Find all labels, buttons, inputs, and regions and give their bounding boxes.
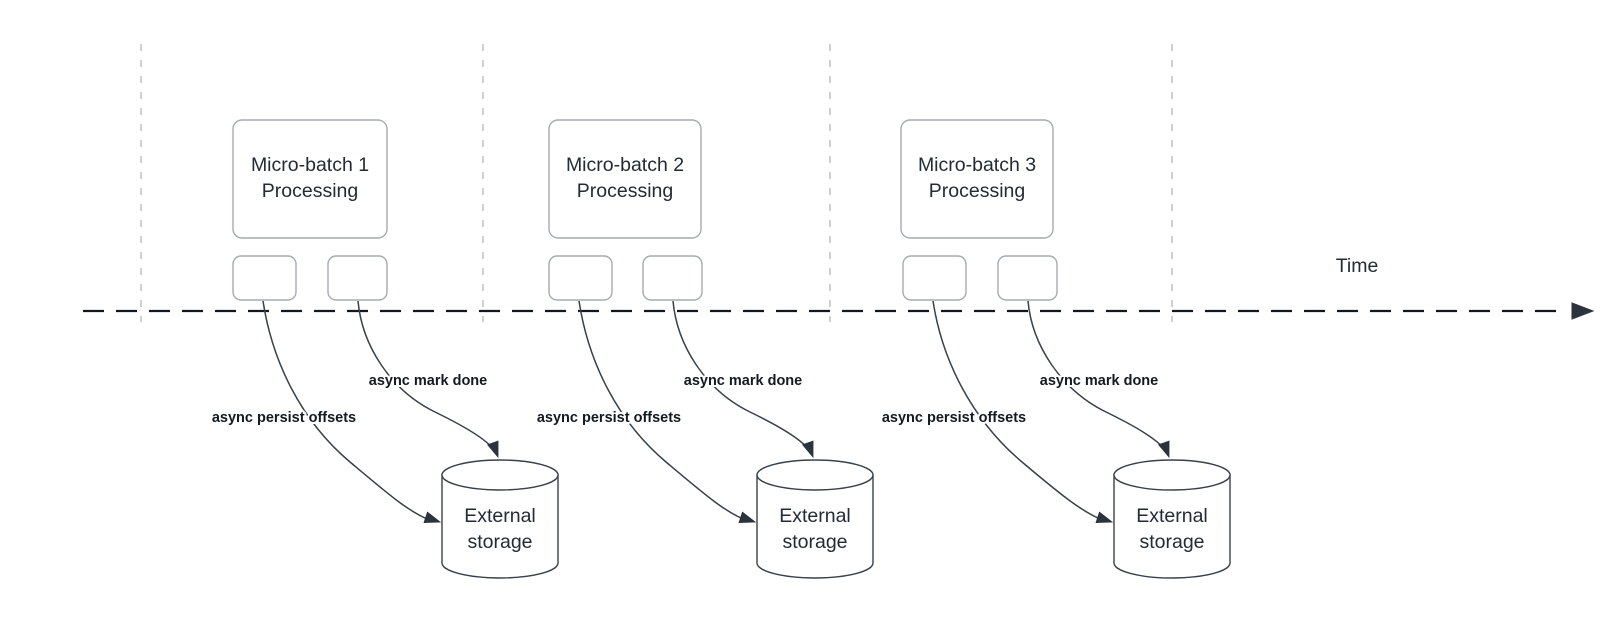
persist-offsets-edge-arrowhead-group-2 — [738, 511, 757, 524]
external-storage-label-line1-3: External — [1136, 505, 1208, 527]
mark-done-edge-label-group-3: async mark done — [1040, 373, 1158, 389]
external-storage-label-line1-1: External — [464, 505, 536, 527]
mark-done-edge-curve-group-3 — [1027, 300, 1166, 451]
time-axis-arrowhead — [1571, 302, 1595, 320]
micro-batch-label-line2-3: Processing — [929, 180, 1025, 202]
persist-offsets-edge-label-halo-group-1: async persist offsets — [212, 410, 356, 426]
timeline-group: Time — [83, 255, 1595, 320]
external-storage-label-line2-1: storage — [467, 531, 532, 553]
persist-offsets-task-box-1[interactable] — [232, 255, 297, 301]
external-storage-cylinder-top-1 — [441, 459, 559, 491]
mark-done-edge-curve-group-1 — [357, 300, 495, 451]
external-storage-cylinder-body-3[interactable] — [1113, 474, 1231, 579]
mark-done-edge-label-group-2: async mark done — [684, 373, 802, 389]
micro-batch-box-3[interactable] — [900, 119, 1054, 239]
external-storage-cylinder-top-3 — [1113, 459, 1231, 491]
persist-offsets-edge-curve-group-1 — [262, 300, 433, 522]
persist-offsets-edge-label-group-1: async persist offsets — [212, 410, 356, 426]
mark-done-task-box-3[interactable] — [997, 255, 1058, 301]
external-storage-cylinder-body-1[interactable] — [441, 474, 559, 579]
micro-batch-label-line2-2: Processing — [577, 180, 673, 202]
persist-offsets-edge-arrowhead-group-1 — [423, 511, 442, 524]
mark-done-edge-curve-group-2 — [672, 300, 810, 451]
shapes-group — [232, 119, 1231, 579]
mark-done-edge-arrowhead-group-1 — [487, 440, 499, 459]
micro-batch-label-line1-3: Micro-batch 3 — [918, 154, 1036, 176]
mark-done-edge-label-halo-group-2: async mark done — [684, 373, 802, 389]
persist-offsets-edge-label-halo-group-2: async persist offsets — [537, 410, 681, 426]
micro-batch-label-line1-2: Micro-batch 2 — [566, 154, 684, 176]
persist-offsets-task-box-2[interactable] — [548, 255, 613, 301]
micro-batch-label-line1-1: Micro-batch 1 — [251, 154, 369, 176]
time-axis-label: Time — [1336, 255, 1379, 277]
external-storage-label-line2-2: storage — [782, 531, 847, 553]
micro-batch-label-line2-1: Processing — [262, 180, 358, 202]
external-storage-cylinder-body-2[interactable] — [756, 474, 874, 579]
persist-offsets-edge-label-halo-group-3: async persist offsets — [882, 410, 1026, 426]
persist-offsets-edge-curve-group-3 — [932, 300, 1106, 522]
external-storage-label-line1-2: External — [779, 505, 851, 527]
external-storage-label-line2-3: storage — [1139, 531, 1204, 553]
mark-done-task-box-1[interactable] — [327, 255, 388, 301]
mark-done-edge-label-group-1: async mark done — [369, 373, 487, 389]
mark-done-task-box-2[interactable] — [642, 255, 703, 301]
mark-done-edge-arrowhead-group-3 — [1158, 440, 1170, 459]
edges-group — [262, 300, 1170, 524]
micro-batch-box-1[interactable] — [232, 119, 388, 239]
persist-offsets-task-box-3[interactable] — [902, 255, 967, 301]
persist-offsets-edge-label-group-3: async persist offsets — [882, 410, 1026, 426]
mark-done-edge-label-halo-group-3: async mark done — [1040, 373, 1158, 389]
mark-done-edge-label-halo-group-1: async mark done — [369, 373, 487, 389]
persist-offsets-edge-label-group-2: async persist offsets — [537, 410, 681, 426]
external-storage-cylinder-top-2 — [756, 459, 874, 491]
mark-done-edge-arrowhead-group-2 — [802, 440, 814, 459]
persist-offsets-edge-arrowhead-group-3 — [1095, 511, 1114, 524]
micro-batch-box-2[interactable] — [548, 119, 702, 239]
persist-offsets-edge-curve-group-2 — [578, 300, 749, 522]
